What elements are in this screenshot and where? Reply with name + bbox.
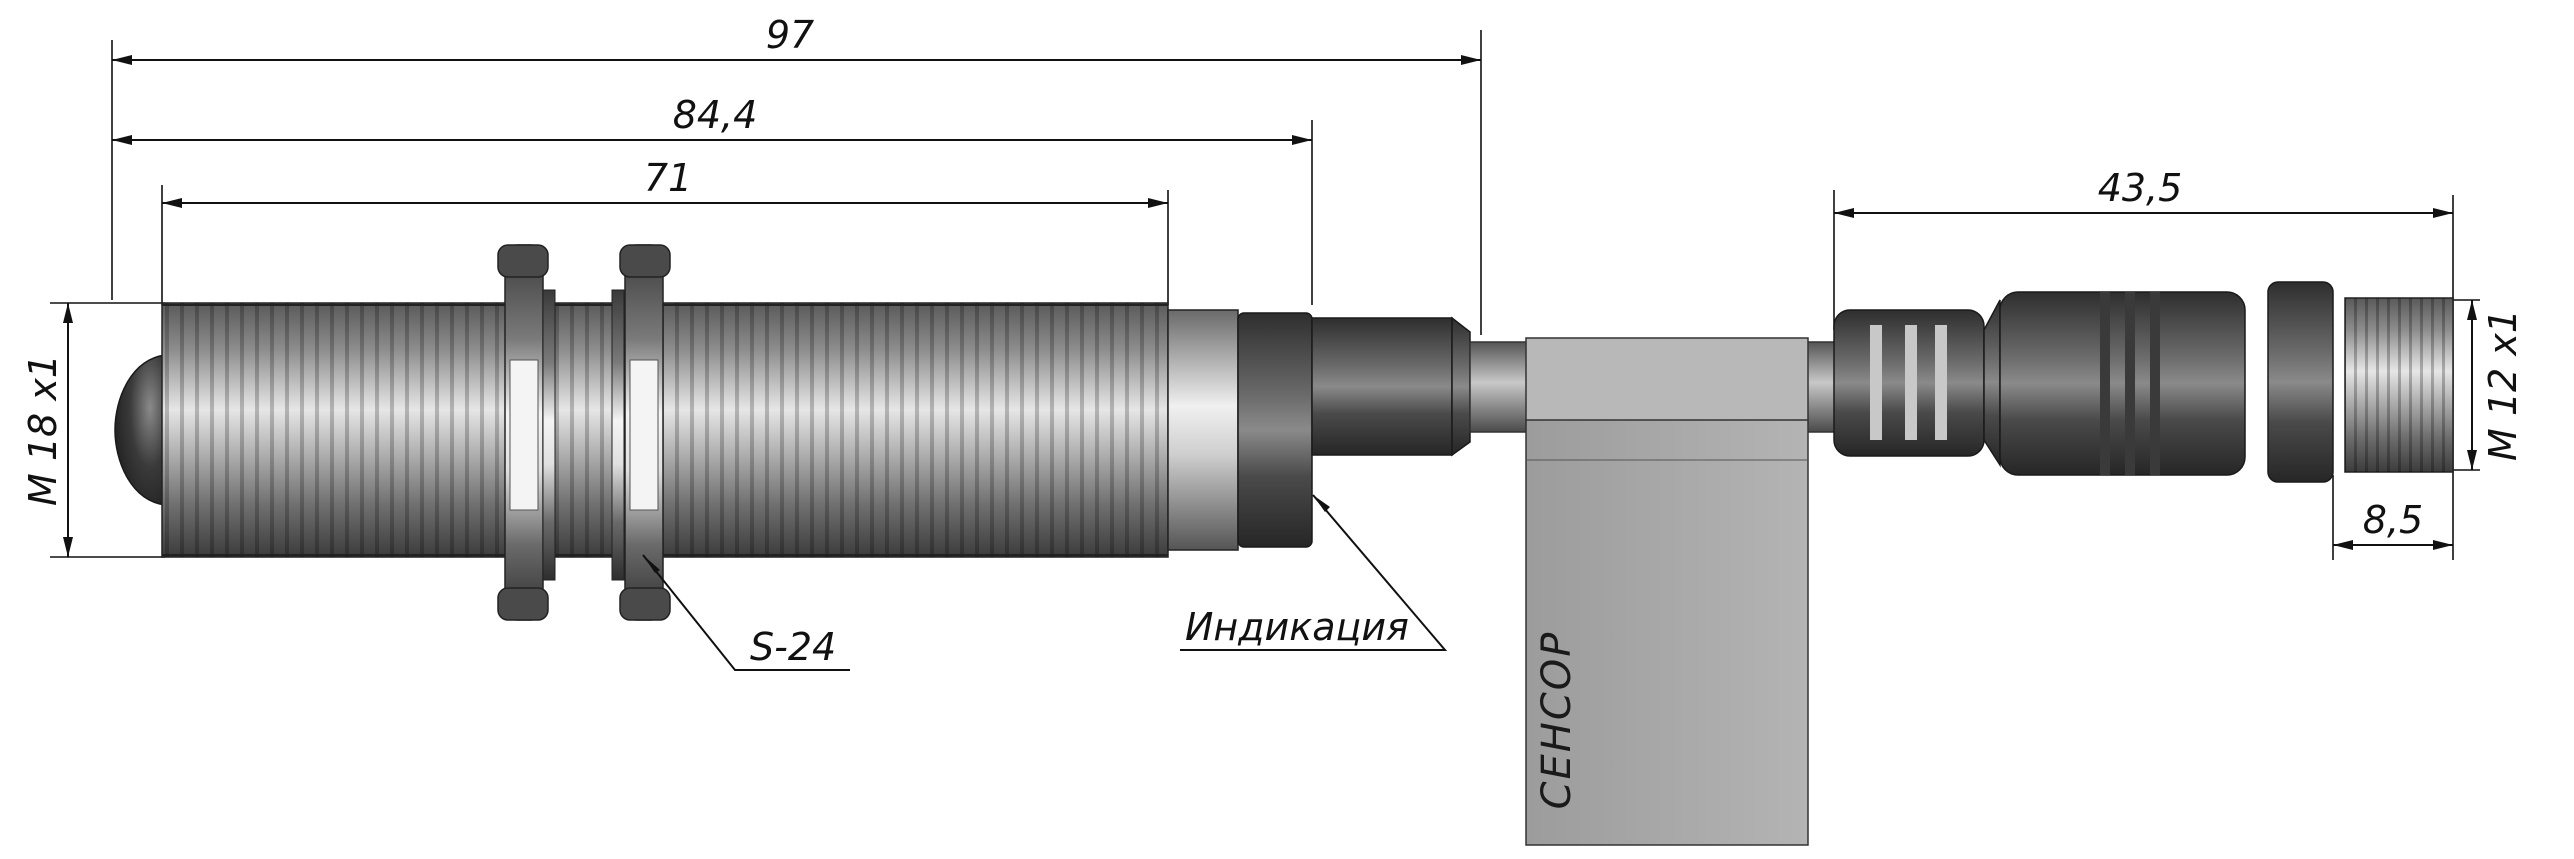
connector xyxy=(1833,281,2454,483)
dim-m12-label: M 12 x1 xyxy=(2481,309,2525,461)
indicator-ring xyxy=(1237,312,1313,548)
indicator-label: Индикация xyxy=(1185,605,1409,649)
dim-71-label: 71 xyxy=(644,156,692,200)
tag-brand-text: СЕНСОР xyxy=(1534,631,1580,810)
nut-size-label: S-24 xyxy=(750,625,836,669)
collar xyxy=(1167,309,1239,551)
dim-84-label: 84,4 xyxy=(673,93,758,137)
dim-43-label: 43,5 xyxy=(2098,166,2183,210)
mounting-nut-right xyxy=(611,244,671,621)
label-tag xyxy=(1525,337,1809,846)
cable-gland xyxy=(1311,317,1453,456)
sensing-face xyxy=(114,354,166,506)
dimension-lines xyxy=(50,30,2480,560)
mounting-nut-left xyxy=(497,244,556,621)
dim-m18-label: M 18 x1 xyxy=(21,354,65,506)
leaders xyxy=(642,494,1448,671)
dim-97-label: 97 xyxy=(766,13,814,57)
dim-8-label: 8,5 xyxy=(2363,498,2423,542)
